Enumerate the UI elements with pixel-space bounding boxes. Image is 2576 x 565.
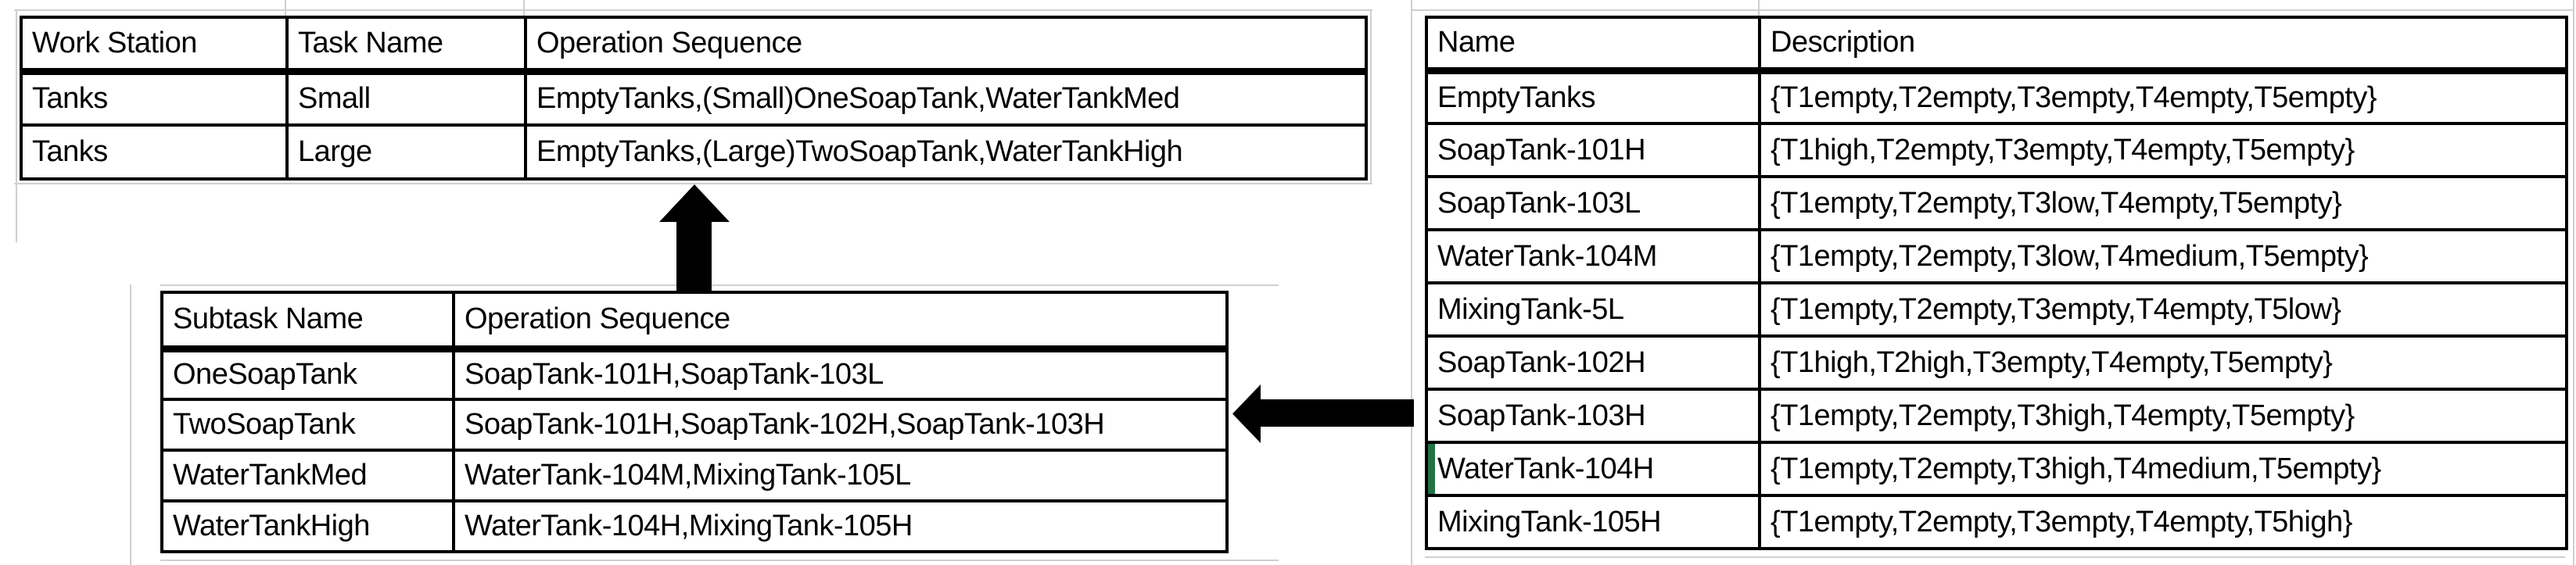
gridline <box>1758 0 1760 16</box>
column-header[interactable]: Description <box>1758 16 2568 74</box>
table-cell[interactable]: SoapTank-102H <box>1425 334 1761 391</box>
gridline <box>14 9 1372 11</box>
table-row: WaterTank-104M{T1empty,T2empty,T3low,T4m… <box>1425 228 2568 284</box>
table-row: SoapTank-103H{T1empty,T2empty,T3high,T4e… <box>1425 388 2568 444</box>
table-row: MixingTank-5L{T1empty,T2empty,T3empty,T4… <box>1425 281 2568 338</box>
table-cell[interactable]: TwoSoapTank <box>160 398 455 452</box>
column-header[interactable]: Subtask Name <box>160 291 455 352</box>
arrow-up-icon <box>659 184 730 292</box>
gridline <box>1412 9 2573 11</box>
table-row: SoapTank-101H{T1high,T2empty,T3empty,T4e… <box>1425 122 2568 178</box>
gridline <box>160 560 1279 561</box>
table-cell[interactable]: Tanks <box>20 70 289 127</box>
gridline <box>16 9 17 242</box>
table-cell[interactable]: {T1empty,T2empty,T3high,T4empty,T5empty} <box>1758 388 2568 444</box>
gridline <box>160 284 1279 286</box>
table-cell[interactable]: WaterTank-104M <box>1425 228 1761 284</box>
table-cell[interactable]: MixingTank-105H <box>1425 494 1761 550</box>
table-cell[interactable]: {T1empty,T2empty,T3low,T4empty,T5empty} <box>1758 175 2568 231</box>
table-cell[interactable]: {T1high,T2empty,T3empty,T4empty,T5empty} <box>1758 122 2568 178</box>
table-cell[interactable]: WaterTank-104M,MixingTank-105L <box>452 449 1229 502</box>
column-header[interactable]: Operation Sequence <box>452 291 1229 352</box>
gridline <box>1370 9 1372 183</box>
column-header[interactable]: Operation Sequence <box>524 16 1368 75</box>
table-cell[interactable]: SoapTank-101H <box>1425 122 1761 178</box>
gridline <box>1411 0 1412 565</box>
column-header[interactable]: Name <box>1425 16 1761 74</box>
gridline <box>14 183 1372 184</box>
column-header[interactable]: Work Station <box>20 16 289 75</box>
table-row: SoapTank-103L{T1empty,T2empty,T3low,T4em… <box>1425 175 2568 231</box>
table-cell[interactable]: SoapTank-101H,SoapTank-102H,SoapTank-103… <box>452 398 1229 452</box>
gridline <box>2573 0 2574 565</box>
table-row: WaterTank-104H{T1empty,T2empty,T3high,T4… <box>1425 441 2568 497</box>
gridline <box>285 0 286 16</box>
table-cell[interactable]: WaterTankHigh <box>160 499 455 553</box>
table-cell[interactable]: Large <box>285 123 527 181</box>
table-row: MixingTank-105H{T1empty,T2empty,T3empty,… <box>1425 494 2568 550</box>
table-row: EmptyTanks{T1empty,T2empty,T3empty,T4emp… <box>1425 69 2568 125</box>
gridline <box>1425 556 2565 558</box>
table-cell[interactable]: MixingTank-5L <box>1425 281 1761 338</box>
selected-cell[interactable]: WaterTank-104H <box>1425 441 1761 497</box>
table-cell[interactable]: WaterTankMed <box>160 449 455 502</box>
table-row: SoapTank-102H{T1high,T2high,T3empty,T4em… <box>1425 334 2568 391</box>
table-cell[interactable]: SoapTank-103H <box>1425 388 1761 444</box>
table-cell[interactable]: EmptyTanks,(Large)TwoSoapTank,WaterTankH… <box>524 123 1368 181</box>
table-cell[interactable]: Tanks <box>20 123 289 181</box>
arrow-left-icon <box>1232 384 1414 443</box>
table-cell[interactable]: SoapTank-103L <box>1425 175 1761 231</box>
table-cell[interactable]: EmptyTanks,(Small)OneSoapTank,WaterTankM… <box>524 70 1368 127</box>
table-cell[interactable]: {T1empty,T2empty,T3high,T4medium,T5empty… <box>1758 441 2568 497</box>
table-cell[interactable]: Small <box>285 70 527 127</box>
column-header[interactable]: Task Name <box>285 16 527 75</box>
gridline <box>130 284 131 565</box>
table-cell[interactable]: WaterTank-104H,MixingTank-105H <box>452 499 1229 553</box>
table-cell[interactable]: {T1empty,T2empty,T3empty,T4empty,T5high} <box>1758 494 2568 550</box>
table-cell[interactable]: SoapTank-101H,SoapTank-103L <box>452 347 1229 401</box>
table-cell[interactable]: EmptyTanks <box>1425 69 1761 125</box>
table-cell[interactable]: {T1empty,T2empty,T3empty,T4empty,T5empty… <box>1758 69 2568 125</box>
table-cell[interactable]: {T1empty,T2empty,T3empty,T4empty,T5low} <box>1758 281 2568 338</box>
table-cell[interactable]: {T1empty,T2empty,T3low,T4medium,T5empty} <box>1758 228 2568 284</box>
gridline <box>523 0 525 16</box>
table-cell[interactable]: {T1high,T2high,T3empty,T4empty,T5empty} <box>1758 334 2568 391</box>
table-cell[interactable]: OneSoapTank <box>160 347 455 401</box>
